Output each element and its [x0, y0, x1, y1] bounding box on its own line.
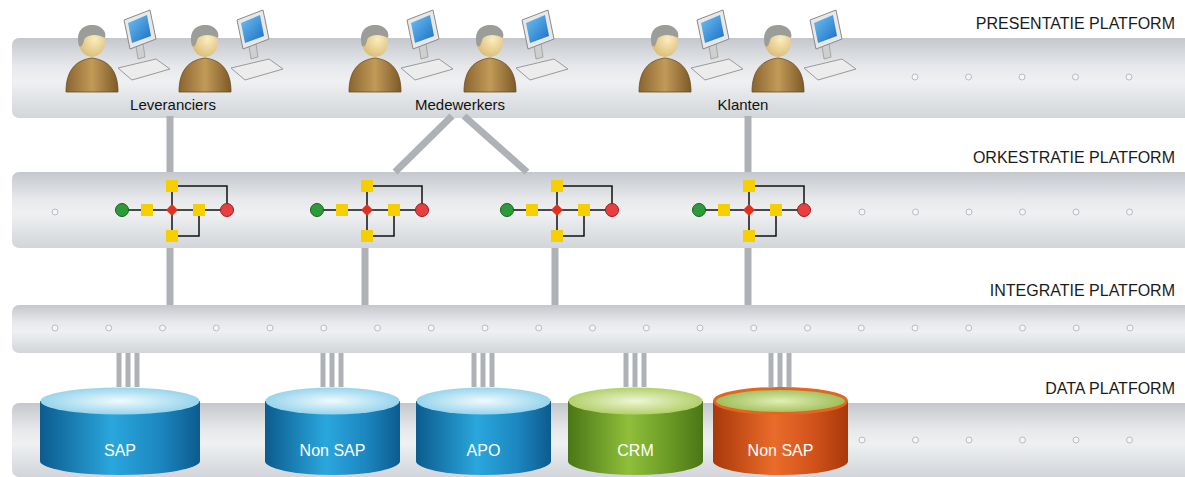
band-dot [52, 209, 58, 215]
group-label: Leveranciers [130, 96, 216, 116]
band-dots [52, 74, 1133, 443]
band-dot [482, 325, 488, 331]
database-label: SAP [104, 441, 136, 475]
band-dot [913, 209, 919, 215]
band-dot [1073, 437, 1079, 443]
band-dot [858, 325, 864, 331]
connector-pipe [119, 353, 137, 387]
platform-heading: INTEGRATIE PLATFORM [12, 281, 1185, 301]
connector-pipe [167, 116, 174, 172]
band-dot [697, 325, 703, 331]
database-label: Non SAP [300, 441, 366, 475]
band-dot [1127, 437, 1133, 443]
band-dot [859, 437, 865, 443]
group-label: Klanten [718, 96, 769, 116]
band-dot [1126, 74, 1132, 80]
database-cylinder: CRM [568, 387, 703, 475]
band-dot [1020, 437, 1026, 443]
band-dot [375, 325, 381, 331]
band-dot [1020, 325, 1026, 331]
band-dot [966, 325, 972, 331]
band-dot [805, 325, 811, 331]
band-dot [912, 325, 918, 331]
platform-band: INTEGRATIE PLATFORM [12, 281, 1185, 353]
cylinder-shape [40, 387, 200, 475]
database-label: Non SAP [748, 441, 814, 475]
database-label: APO [467, 441, 501, 475]
person-icons [66, 10, 856, 92]
database-cylinder: APO [416, 387, 551, 475]
band-dot [213, 325, 219, 331]
band-dot [643, 325, 649, 331]
platform-heading: PRESENTATIE PLATFORM [12, 14, 1185, 34]
band-dot [966, 437, 972, 443]
database-cylinder: Non SAP [713, 387, 848, 475]
band-dot [1073, 74, 1079, 80]
band-dot [590, 325, 596, 331]
band-dot [859, 209, 865, 215]
platform-band: ORKESTRATIE PLATFORM [12, 148, 1185, 248]
connector-pipe [323, 353, 341, 387]
band-dot [428, 325, 434, 331]
cylinder-shape [713, 387, 848, 475]
band-dot [751, 325, 757, 331]
connector-pipe [464, 116, 527, 172]
connector-pipe [626, 353, 644, 387]
database-cylinder: SAP [40, 387, 200, 475]
database-cylinder: Non SAP [265, 387, 400, 475]
band-dot [1019, 74, 1025, 80]
band-dot [536, 325, 542, 331]
connector-pipe [362, 248, 369, 305]
cylinder-shape [265, 387, 400, 475]
band-dot [321, 325, 327, 331]
platform-band: DATA PLATFORM SAP Non SAP APO CRM Non SAP [12, 379, 1185, 477]
platform-heading: ORKESTRATIE PLATFORM [12, 148, 1185, 168]
band-dot [1073, 325, 1079, 331]
band-dot [1020, 209, 1026, 215]
connector-pipe [745, 248, 752, 305]
band-dot [912, 74, 918, 80]
connector-pipe [474, 353, 492, 387]
band-dot [1127, 209, 1133, 215]
connector-pipe [167, 248, 174, 305]
band-dot [1127, 325, 1133, 331]
band-fill [12, 305, 1185, 353]
cylinder-shape [568, 387, 703, 475]
platform-heading: DATA PLATFORM [12, 379, 1185, 399]
band-dot [1073, 209, 1079, 215]
band-dot [106, 325, 112, 331]
cylinder-shape [416, 387, 551, 475]
database-label: CRM [617, 441, 653, 475]
process-symbols [116, 180, 811, 242]
connector-pipe [745, 116, 752, 172]
band-dot [52, 325, 58, 331]
band-dot [913, 437, 919, 443]
band-dot [160, 325, 166, 331]
connector-pipe [552, 248, 559, 305]
group-label: Medewerkers [415, 96, 505, 116]
band-dot [267, 325, 273, 331]
band-dot [966, 74, 972, 80]
connector-pipe [771, 353, 789, 387]
connector-pipe [395, 116, 452, 172]
band-dot [966, 209, 972, 215]
